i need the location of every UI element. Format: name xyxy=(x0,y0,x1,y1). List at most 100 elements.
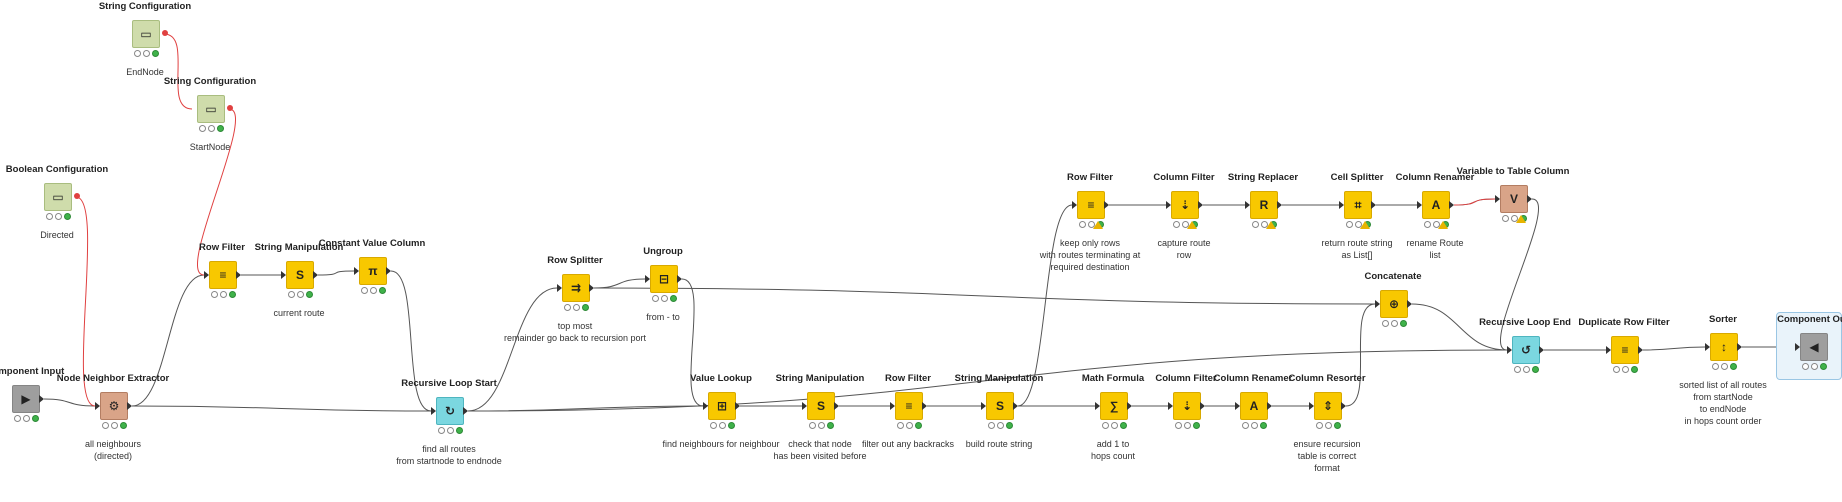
node-body[interactable]: ⊞ xyxy=(708,392,736,420)
data-connection[interactable] xyxy=(43,398,96,407)
output-port[interactable] xyxy=(127,402,132,410)
node-body[interactable]: ◀ xyxy=(1800,333,1828,361)
input-port[interactable] xyxy=(645,275,650,283)
output-port[interactable] xyxy=(386,267,391,275)
output-port[interactable] xyxy=(1277,201,1282,209)
node-body[interactable]: ⇣ xyxy=(1173,392,1201,420)
node-body[interactable]: ▶ xyxy=(12,385,40,413)
node-body[interactable]: ⇣ xyxy=(1171,191,1199,219)
input-port[interactable] xyxy=(354,267,359,275)
input-port[interactable] xyxy=(1166,201,1171,209)
node-body[interactable]: S xyxy=(986,392,1014,420)
data-connection[interactable] xyxy=(1345,303,1376,407)
input-port[interactable] xyxy=(1495,195,1500,203)
node-body[interactable]: ≡ xyxy=(895,392,923,420)
node-body[interactable]: S xyxy=(286,261,314,289)
node-body[interactable]: ≡ xyxy=(1611,336,1639,364)
input-port[interactable] xyxy=(1072,201,1077,209)
input-port[interactable] xyxy=(890,402,895,410)
node-body[interactable]: S xyxy=(807,392,835,420)
input-port[interactable] xyxy=(1507,346,1512,354)
input-port[interactable] xyxy=(1245,201,1250,209)
node-body[interactable]: ⇉ xyxy=(562,274,590,302)
input-port[interactable] xyxy=(1309,402,1314,410)
input-port[interactable] xyxy=(1235,402,1240,410)
input-port[interactable] xyxy=(1095,402,1100,410)
node-body[interactable]: ⊕ xyxy=(1380,290,1408,318)
flow-variable-connection[interactable] xyxy=(163,33,193,110)
input-port[interactable] xyxy=(1606,346,1611,354)
node-body[interactable]: ⊟ xyxy=(650,265,678,293)
data-connection[interactable] xyxy=(1411,303,1508,351)
flow-variable-connection[interactable] xyxy=(197,108,236,276)
output-port[interactable] xyxy=(1737,343,1742,351)
input-port[interactable] xyxy=(1339,201,1344,209)
node-body[interactable]: ⚙ xyxy=(100,392,128,420)
data-connection[interactable] xyxy=(681,278,704,407)
input-port[interactable] xyxy=(1705,343,1710,351)
output-port[interactable] xyxy=(1267,402,1272,410)
output-port[interactable] xyxy=(313,271,318,279)
output-port[interactable] xyxy=(227,105,233,111)
node-body[interactable]: ⇕ xyxy=(1314,392,1342,420)
data-connection[interactable] xyxy=(467,349,1508,412)
input-port[interactable] xyxy=(1168,402,1173,410)
input-port[interactable] xyxy=(1417,201,1422,209)
data-connection[interactable] xyxy=(593,278,646,289)
data-connection[interactable] xyxy=(1500,198,1539,351)
output-port[interactable] xyxy=(1127,402,1132,410)
input-port[interactable] xyxy=(204,271,209,279)
output-port[interactable] xyxy=(834,402,839,410)
output-port[interactable] xyxy=(1638,346,1643,354)
input-port[interactable] xyxy=(431,407,436,415)
node-body[interactable]: ▭ xyxy=(197,95,225,123)
output-port[interactable] xyxy=(1449,201,1454,209)
data-connection[interactable] xyxy=(131,405,432,412)
output-port[interactable] xyxy=(1013,402,1018,410)
input-port[interactable] xyxy=(557,284,562,292)
output-port[interactable] xyxy=(1200,402,1205,410)
data-connection[interactable] xyxy=(1017,204,1073,407)
node-body[interactable]: ≡ xyxy=(209,261,237,289)
output-port[interactable] xyxy=(74,193,80,199)
output-port[interactable] xyxy=(162,30,168,36)
data-connection[interactable] xyxy=(593,287,1376,305)
output-port[interactable] xyxy=(589,284,594,292)
output-port[interactable] xyxy=(39,395,44,403)
node-body[interactable]: ↕ xyxy=(1710,333,1738,361)
node-body[interactable]: π xyxy=(359,257,387,285)
node-body[interactable]: ▭ xyxy=(44,183,72,211)
output-port[interactable] xyxy=(1371,201,1376,209)
input-port[interactable] xyxy=(981,402,986,410)
input-port[interactable] xyxy=(1375,300,1380,308)
output-port[interactable] xyxy=(677,275,682,283)
data-connection[interactable] xyxy=(1642,346,1706,351)
input-port[interactable] xyxy=(802,402,807,410)
output-port[interactable] xyxy=(1539,346,1544,354)
output-port[interactable] xyxy=(922,402,927,410)
node-body[interactable]: ⌗ xyxy=(1344,191,1372,219)
input-port[interactable] xyxy=(703,402,708,410)
node-body[interactable]: A xyxy=(1240,392,1268,420)
input-port[interactable] xyxy=(281,271,286,279)
flow-variable-connection[interactable] xyxy=(1453,198,1496,206)
data-connection[interactable] xyxy=(467,287,558,412)
node-body[interactable]: ∑ xyxy=(1100,392,1128,420)
output-port[interactable] xyxy=(1527,195,1532,203)
output-port[interactable] xyxy=(236,271,241,279)
output-port[interactable] xyxy=(735,402,740,410)
output-port[interactable] xyxy=(1104,201,1109,209)
node-body[interactable]: A xyxy=(1422,191,1450,219)
data-connection[interactable] xyxy=(131,274,205,407)
data-connection[interactable] xyxy=(390,270,432,412)
node-body[interactable]: R xyxy=(1250,191,1278,219)
input-port[interactable] xyxy=(1795,343,1800,351)
node-body[interactable]: ↺ xyxy=(1512,336,1540,364)
flow-variable-connection[interactable] xyxy=(75,196,96,407)
output-port[interactable] xyxy=(1341,402,1346,410)
data-connection[interactable] xyxy=(317,270,355,276)
input-port[interactable] xyxy=(95,402,100,410)
node-body[interactable]: ↻ xyxy=(436,397,464,425)
output-port[interactable] xyxy=(1198,201,1203,209)
